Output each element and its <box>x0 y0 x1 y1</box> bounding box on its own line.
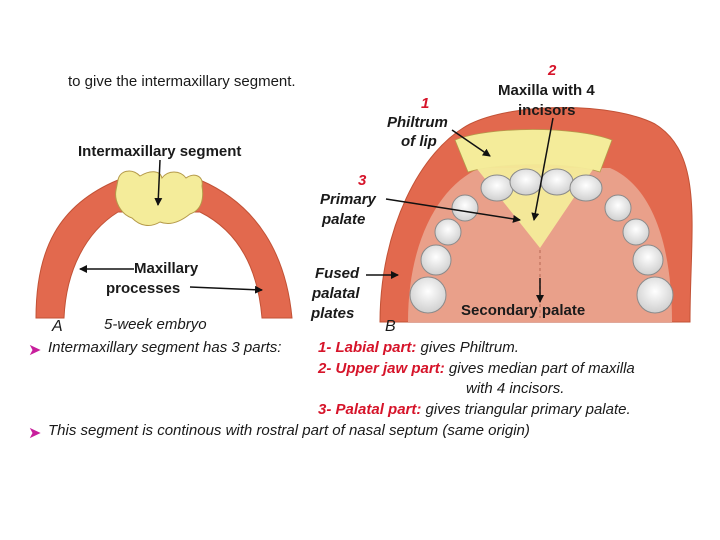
tooth <box>451 194 479 222</box>
label-maxillary-line2: processes <box>106 280 181 297</box>
label-primary-line2: palate <box>322 211 366 228</box>
part2-text: gives median part of maxilla <box>444 360 635 377</box>
part1-text: gives Philtrum. <box>416 339 519 356</box>
part1-label: 1- Labial part: <box>318 339 417 356</box>
label-primary-line1: Primary <box>320 191 376 208</box>
tooth-incisor <box>480 174 514 202</box>
label-num-3: 3 <box>358 172 367 189</box>
bullet-arrow-icon: ➤ <box>28 425 42 442</box>
notes-part2: 2- Upper jaw part: gives median part of … <box>318 360 635 378</box>
teeth <box>409 168 674 314</box>
maxillary-process-arch <box>35 179 293 319</box>
arrow-maxillary-right <box>189 285 263 294</box>
arrow-primary-palate <box>385 198 521 223</box>
tooth-incisor <box>569 174 603 202</box>
panel-letter-a: A <box>52 318 63 335</box>
notes-part1: 1- Labial part: gives Philtrum. <box>318 339 519 357</box>
bullet-arrow-icon: ➤ <box>28 342 42 359</box>
label-secondary-palate: Secondary palate <box>461 302 586 319</box>
label-fused-line1: Fused <box>315 265 360 282</box>
part3-text: gives triangular primary palate. <box>421 401 631 418</box>
label-philtrum-line2: of lip <box>401 133 437 150</box>
arrow-maxilla <box>531 117 554 221</box>
arrow-philtrum <box>451 129 491 157</box>
part3-label: 3- Palatal part: <box>318 401 422 418</box>
tooth-incisor <box>540 168 574 196</box>
label-intermaxillary-segment: Intermaxillary segment <box>78 143 242 160</box>
label-philtrum-line1: Philtrum <box>387 114 448 131</box>
tooth <box>420 244 452 276</box>
tooth <box>604 194 632 222</box>
tooth <box>409 276 447 314</box>
notes-line5: This segment is continous with rostral p… <box>48 422 530 439</box>
label-maxilla-line1: Maxilla with 4 <box>498 82 595 99</box>
tooth <box>434 218 462 246</box>
part2-label: 2- Upper jaw part: <box>318 360 445 377</box>
label-num-2: 2 <box>548 62 557 79</box>
tooth <box>622 218 650 246</box>
tooth-incisor <box>509 168 543 196</box>
label-maxilla-line2: incisors <box>518 102 576 119</box>
tooth <box>636 276 674 314</box>
label-fused-line2: palatal <box>312 285 360 302</box>
panel-letter-b: B <box>385 318 396 335</box>
label-fused-line3: plates <box>311 305 355 322</box>
arrow-intermaxillary <box>154 159 163 206</box>
intro-text: to give the intermaxillary segment. <box>68 73 296 90</box>
notes-part3: 3- Palatal part: gives triangular primar… <box>318 401 631 419</box>
label-maxillary-line1: Maxillary <box>134 260 199 277</box>
label-num-1: 1 <box>421 95 430 112</box>
tooth <box>632 244 664 276</box>
caption-5-week-embryo: 5-week embryo <box>104 316 207 333</box>
notes-part2-cont: with 4 incisors. <box>466 380 565 397</box>
notes-line1-prefix: Intermaxillary segment has 3 parts: <box>48 339 282 356</box>
